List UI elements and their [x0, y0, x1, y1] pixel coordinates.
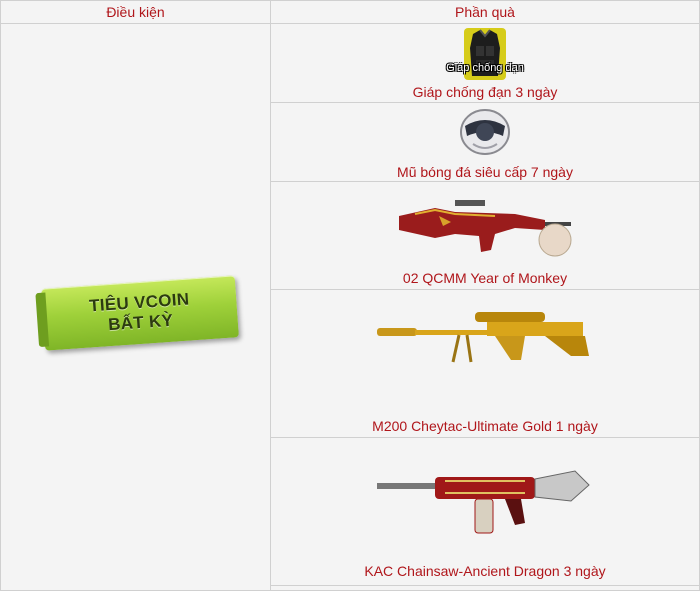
- rifle-icon: [399, 199, 572, 256]
- table-row: Mũ bóng đá siêu cấp 7 ngày: [1, 102, 700, 182]
- condition-line2: BẤT KỲ: [107, 310, 174, 335]
- header-condition: Điều kiện: [0, 0, 271, 24]
- reward-label-armor: Giáp chống đạn 3 ngày: [412, 84, 558, 100]
- condition-badge: TIÊU VCOIN BẤT KỲ: [41, 275, 239, 351]
- reward-label-sniper: M200 Cheytac-Ultimate Gold 1 ngày: [372, 417, 598, 434]
- reward-cell-rifle: 02 QCMM Year of Monkey: [270, 181, 700, 290]
- table-row: TIÊU VCOIN BẤT KỲ Giáp chống đạn Giáp ch…: [0, 23, 700, 591]
- table-header-row: Điều kiện Phần quà: [0, 0, 700, 24]
- reward-cell-sniper: M200 Cheytac-Ultimate Gold 1 ngày: [270, 289, 700, 438]
- sniper-rifle-icon: [377, 311, 589, 362]
- empty-cell: [270, 585, 700, 591]
- reward-label-helmet: Mũ bóng đá siêu cấp 7 ngày: [397, 164, 573, 180]
- header-rewards: Phần quà: [270, 0, 700, 24]
- reward-cell-armor: Giáp chống đạn Giáp chống đạn 3 ngày: [270, 23, 700, 103]
- reward-cell-machinegun: KAC Chainsaw-Ancient Dragon 3 ngày: [270, 437, 700, 586]
- table-row: KAC Chainsaw-Ancient Dragon 3 ngày: [1, 437, 700, 586]
- reward-label-rifle: 02 QCMM Year of Monkey: [402, 269, 568, 286]
- condition-banner: TIÊU VCOIN BẤT KỲ: [1, 256, 271, 376]
- condition-cell: TIÊU VCOIN BẤT KỲ: [0, 23, 271, 591]
- armor-image-caption: Giáp chống đạn: [446, 62, 524, 74]
- table-row: 02 QCMM Year of Monkey: [1, 181, 700, 290]
- machine-gun-icon: [377, 469, 590, 533]
- reward-cell-helmet: Mũ bóng đá siêu cấp 7 ngày: [270, 102, 700, 182]
- armor-vest-icon: [464, 28, 506, 80]
- table-row-spacer: [1, 585, 700, 591]
- reward-label-machinegun: KAC Chainsaw-Ancient Dragon 3 ngày: [364, 562, 606, 579]
- helmet-icon: [460, 109, 510, 155]
- table-row: M200 Cheytac-Ultimate Gold 1 ngày: [1, 289, 700, 438]
